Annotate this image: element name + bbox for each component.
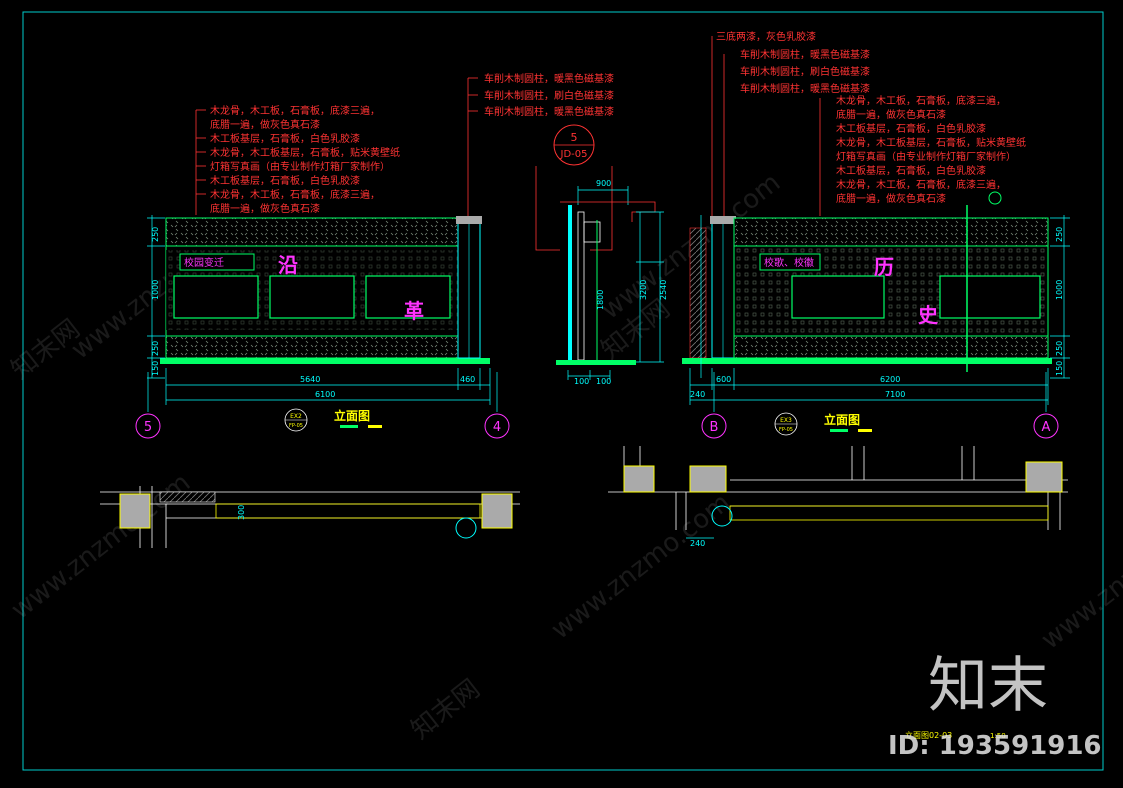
note: 车削木制圆柱，暖黑色磁基漆 xyxy=(484,105,614,118)
right-label-box xyxy=(759,253,821,271)
left-plan: 300 xyxy=(100,486,520,548)
note: 灯箱写真画（由专业制作灯箱厂家制作） xyxy=(210,160,390,173)
big-char: 历 xyxy=(874,255,894,279)
axis-bubble xyxy=(484,413,510,439)
view-title: 立面图 xyxy=(334,408,370,423)
watermark-logo: 知末 xyxy=(928,651,1048,721)
note: 木龙骨，木工板，石膏板，底漆三遍， xyxy=(210,104,380,117)
dim-label: 5640 xyxy=(300,375,320,384)
note: 木龙骨，木工板基层，石膏板，贴米黄壁纸 xyxy=(836,136,1026,149)
axis-bubble xyxy=(701,413,727,439)
lightbox-panel xyxy=(173,275,259,319)
note: 车削木制圆柱，暖黑色磁基漆 xyxy=(740,48,870,61)
note: 底腊一遍，做灰色真石漆 xyxy=(836,192,946,205)
note: 车削木制圆柱，刷白色磁基漆 xyxy=(740,65,870,78)
axis-label: B xyxy=(710,420,719,435)
svg-text:JD-05: JD-05 xyxy=(560,149,588,160)
svg-text:www.znzmo.com: www.znzmo.com xyxy=(6,468,196,626)
svg-text:250: 250 xyxy=(1055,341,1064,356)
note: 木工板基层，石膏板，白色乳胶漆 xyxy=(210,174,360,187)
big-char: 革 xyxy=(404,299,424,323)
svg-text:7100: 7100 xyxy=(885,390,905,399)
svg-text:6200: 6200 xyxy=(880,375,900,384)
svg-text:EX2: EX2 xyxy=(290,413,302,420)
svg-text:250: 250 xyxy=(1055,227,1064,242)
dim-label: 250 xyxy=(151,227,160,242)
left-elevation: 木龙骨，木工板，石膏板，底漆三遍， 底腊一遍，做灰色真石漆 木工板基层，石膏板，… xyxy=(135,104,510,439)
right-panel-label: 校歌、校徽 xyxy=(764,256,814,269)
watermark-id: ID: 193591916 xyxy=(888,731,1102,761)
middle-section: 900 1800 3200 2540 100 100 xyxy=(556,179,668,386)
footer-label: 立面图02-03 xyxy=(905,730,952,740)
svg-text:www.znzmo.com: www.znzmo.com xyxy=(1036,498,1123,656)
left-notes: 木龙骨，木工板，石膏板，底漆三遍， 底腊一遍，做灰色真石漆 木工板基层，石膏板，… xyxy=(210,104,400,215)
svg-text:EX3: EX3 xyxy=(780,417,792,424)
note: 木工板基层，石膏板，白色乳胶漆 xyxy=(836,164,986,177)
note: 木工板基层，石膏板，白色乳胶漆 xyxy=(836,122,986,135)
lightbox-panel xyxy=(939,275,1041,319)
lightbox-panel xyxy=(365,275,451,319)
note: 木龙骨，木工板基层，石膏板，贴米黄壁纸 xyxy=(210,146,400,159)
svg-text:240: 240 xyxy=(690,390,705,399)
axis-label: 5 xyxy=(144,420,152,435)
dim-label: 250 xyxy=(151,341,160,356)
right-elevation: 三底两漆，灰色乳胶漆 车削木制圆柱，暖黑色磁基漆 车削木制圆柱，刷白色磁基漆 车… xyxy=(682,30,1070,439)
dim-label: 150 xyxy=(151,361,160,376)
svg-text:5: 5 xyxy=(571,131,578,144)
note: 车削木制圆柱，暖黑色磁基漆 xyxy=(740,82,870,95)
axis-bubble xyxy=(135,413,161,439)
svg-text:240: 240 xyxy=(690,539,705,548)
note: 底腊一遍，做灰色真石漆 xyxy=(210,202,320,215)
dim-label: 900 xyxy=(596,179,611,188)
axis-label: A xyxy=(1042,420,1051,435)
note: 车削木制圆柱，刷白色磁基漆 xyxy=(484,89,614,102)
left-panel-label: 校园变迁 xyxy=(184,256,224,269)
dim-label: 460 xyxy=(460,375,475,384)
lightbox-panel xyxy=(791,275,885,319)
drawing-border xyxy=(22,11,1104,771)
svg-text:600: 600 xyxy=(716,375,731,384)
svg-text:100: 100 xyxy=(574,377,589,386)
svg-text:www.znzmo.com: www.znzmo.com xyxy=(546,488,736,646)
axis-label: 4 xyxy=(493,420,501,435)
note: 木工板基层，石膏板，白色乳胶漆 xyxy=(210,132,360,145)
svg-text:1800: 1800 xyxy=(596,290,605,310)
note: 车削木制圆柱，暖黑色磁基漆 xyxy=(484,72,614,85)
note: 底腊一遍，做灰色真石漆 xyxy=(210,118,320,131)
big-char: 沿 xyxy=(278,253,298,277)
svg-text:1000: 1000 xyxy=(1055,280,1064,300)
svg-text:FP-05: FP-05 xyxy=(289,423,303,429)
svg-text:2540: 2540 xyxy=(659,280,668,300)
svg-text:FP-05: FP-05 xyxy=(779,427,793,433)
note: 木龙骨，木工板，石膏板，底漆三遍， xyxy=(210,188,380,201)
svg-text:知末网: 知末网 xyxy=(406,674,486,746)
left-label-box xyxy=(179,253,255,271)
big-char: 史 xyxy=(918,303,939,327)
note: 灯箱写真画（由专业制作灯箱厂家制作） xyxy=(836,150,1016,163)
svg-text:3200: 3200 xyxy=(639,280,648,300)
svg-text:300: 300 xyxy=(237,505,246,520)
axis-bubble xyxy=(1033,413,1059,439)
dim-label: 1000 xyxy=(151,280,160,300)
note: 底腊一遍，做灰色真石漆 xyxy=(836,108,946,121)
center-notes: 车削木制圆柱，暖黑色磁基漆 车削木制圆柱，刷白色磁基漆 车削木制圆柱，暖黑色磁基… xyxy=(467,72,614,216)
dim-label: 6100 xyxy=(315,390,335,399)
right-plan: 240 xyxy=(608,446,1068,548)
view-title: 立面图 xyxy=(824,412,860,427)
lightbox-panel xyxy=(269,275,355,319)
footer-scale: 1:50 xyxy=(990,732,1006,740)
note: 三底两漆，灰色乳胶漆 xyxy=(716,30,816,43)
svg-text:100: 100 xyxy=(596,377,611,386)
note: 木龙骨，木工板，石膏板，底漆三遍， xyxy=(836,94,1006,107)
note: 木龙骨，木工板，石膏板，底漆三遍， xyxy=(836,178,1006,191)
svg-text:150: 150 xyxy=(1055,361,1064,376)
